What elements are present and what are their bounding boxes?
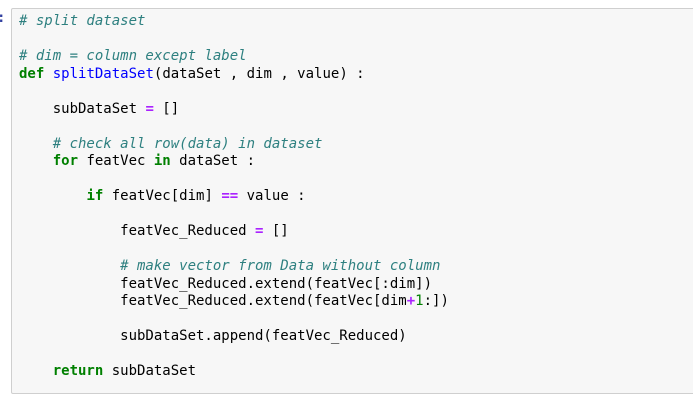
code-token-operator: == <box>221 188 239 204</box>
code-cell[interactable]: # split dataset # dim = column except la… <box>11 8 693 394</box>
code-token-keyword: if <box>86 188 104 204</box>
code-line <box>19 206 693 224</box>
code-token-plain: :]) <box>423 293 449 309</box>
code-token-plain: (dataSet , dim , value) : <box>153 65 365 82</box>
cell-execution-prompt: : <box>0 10 5 27</box>
code-token-number: 1 <box>415 293 424 309</box>
code-token-plain: featVec_Reduced.extend(featVec[:dim]) <box>19 275 433 292</box>
code-token-plain <box>19 153 53 169</box>
code-token-keyword: def <box>19 65 45 82</box>
code-token-comment: # check all row(data) in dataset <box>19 135 323 152</box>
code-line: subDataSet = [] <box>19 101 693 119</box>
code-line <box>19 83 693 101</box>
code-line <box>19 241 693 259</box>
code-line: return subDataSet <box>19 363 693 381</box>
code-token-plain: subDataSet <box>19 100 146 117</box>
code-token-plain: featVec_Reduced.extend(featVec[dim <box>19 293 407 309</box>
code-token-plain: [] <box>263 223 289 239</box>
code-token-operator: = <box>255 223 264 239</box>
code-line <box>19 118 693 136</box>
code-token-plain: subDataSet <box>103 363 197 379</box>
code-line: # dim = column except label <box>19 48 693 66</box>
code-token-keyword: for <box>52 153 79 169</box>
code-line: for featVec in dataSet : <box>19 153 693 171</box>
code-token-comment: # split dataset <box>19 13 146 29</box>
code-line <box>19 31 693 49</box>
code-line <box>19 346 693 364</box>
code-token-plain: subDataSet.append(featVec_Reduced) <box>19 328 407 344</box>
code-line: featVec_Reduced = [] <box>19 223 693 241</box>
code-token-plain: dataSet : <box>170 153 256 169</box>
code-token-plain <box>19 188 86 204</box>
code-line: # make vector from Data without column <box>19 258 693 276</box>
code-line: # check all row(data) in dataset <box>19 136 693 154</box>
code-line: featVec_Reduced.extend(featVec[dim+1:]) <box>19 293 693 311</box>
code-token-comment: # make vector from Data without column <box>19 258 441 274</box>
code-token-plain: featVec_Reduced <box>19 223 256 239</box>
code-token-function: splitDataSet <box>52 65 154 82</box>
code-line: featVec_Reduced.extend(featVec[:dim]) <box>19 276 693 294</box>
code-token-comment: # dim = column except label <box>19 48 247 64</box>
code-token-plain: [] <box>153 100 180 117</box>
code-token-plain <box>19 363 53 379</box>
code-line: # split dataset <box>19 13 693 31</box>
code-line: subDataSet.append(featVec_Reduced) <box>19 328 693 346</box>
code-line: if featVec[dim] == value : <box>19 188 693 206</box>
code-token-operator: + <box>406 293 416 309</box>
code-token-operator: = <box>145 100 154 117</box>
code-token-plain <box>44 66 52 82</box>
code-token-plain: value : <box>238 188 306 204</box>
code-token-plain: featVec <box>78 153 154 169</box>
code-token-keyword: return <box>52 363 104 379</box>
code-line: def splitDataSet(dataSet , dim , value) … <box>19 66 693 84</box>
code-token-plain: featVec[dim] <box>103 188 222 204</box>
code-editor[interactable]: # split dataset # dim = column except la… <box>12 9 693 381</box>
code-line <box>19 311 693 329</box>
code-token-keyword: in <box>153 153 171 169</box>
code-line <box>19 171 693 189</box>
